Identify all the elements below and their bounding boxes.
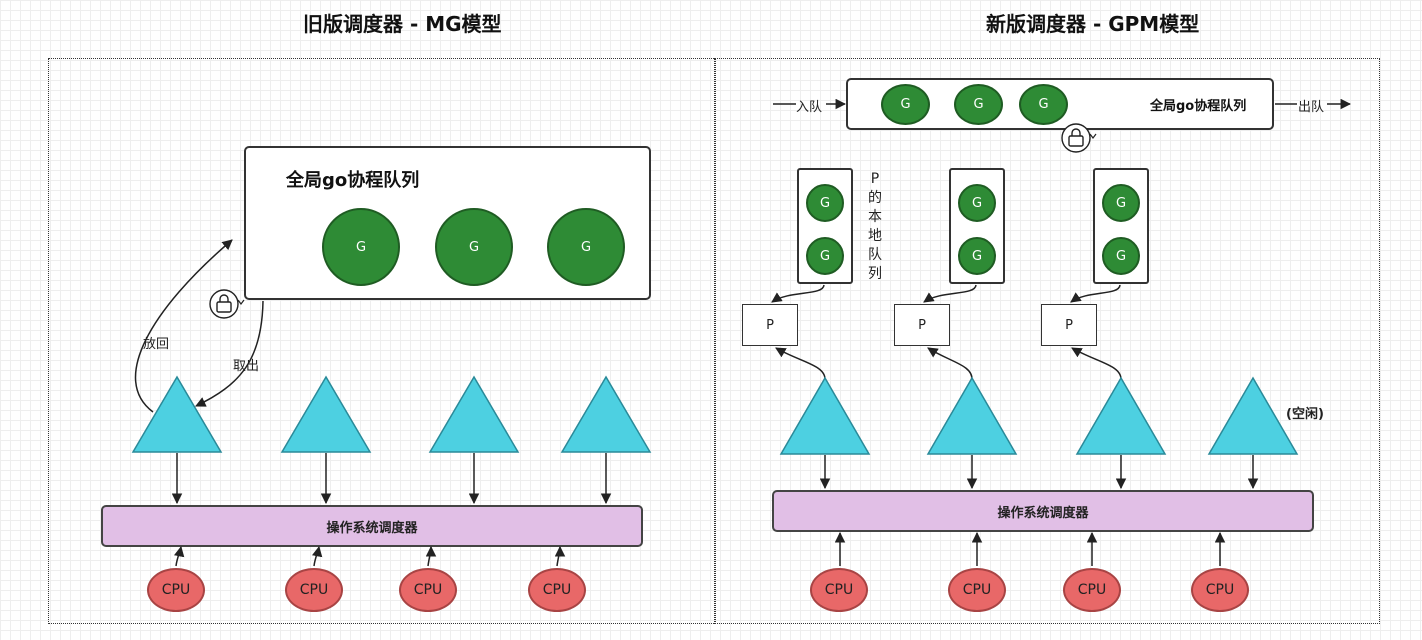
enqueue-label: 入队	[796, 100, 823, 115]
machine-m0	[131, 375, 223, 453]
arrow-icon	[554, 545, 566, 567]
machine-m2	[428, 375, 520, 453]
cpu: CPU	[1191, 568, 1249, 612]
new-model-panel	[714, 58, 1380, 624]
arrow-icon	[1071, 347, 1122, 381]
dequeue-label: 出队	[1298, 100, 1325, 115]
processor: P	[1041, 304, 1097, 346]
machine-m1	[926, 376, 1018, 455]
goroutine: G	[322, 208, 400, 286]
arrow-icon	[771, 284, 825, 303]
goroutine: G	[1102, 184, 1140, 222]
arrow-icon	[311, 545, 323, 567]
machine-m0	[779, 376, 871, 455]
arrow-icon	[173, 545, 185, 567]
machine-m1	[280, 375, 372, 453]
machine-m3	[1207, 376, 1299, 455]
arrow-icon	[1070, 284, 1121, 303]
goroutine: G	[547, 208, 625, 286]
cpu: CPU	[1063, 568, 1121, 612]
cpu: CPU	[528, 568, 586, 612]
lock-icon	[1061, 123, 1097, 153]
goroutine: G	[958, 237, 996, 275]
goroutine: G	[806, 184, 844, 222]
os-scheduler: 操作系统调度器	[772, 490, 1314, 532]
processor: P	[742, 304, 798, 346]
goroutine: G	[435, 208, 513, 286]
p-local-queue-label: P的本地队列	[868, 171, 882, 282]
idle-label: (空闲)	[1286, 407, 1324, 422]
arrow-icon	[927, 347, 973, 381]
put-back-label: 放回	[143, 337, 170, 352]
goroutine: G	[1019, 84, 1068, 125]
cpu: CPU	[285, 568, 343, 612]
lock-icon	[209, 289, 245, 319]
old-model-title: 旧版调度器 - MG模型	[303, 12, 502, 36]
old-model-panel	[48, 58, 716, 624]
machine-m2	[1075, 376, 1167, 455]
arrow-icon	[134, 239, 233, 413]
global-queue-label: 全局go协程队列	[286, 170, 420, 191]
global-queue-label: 全局go协程队列	[1150, 99, 1247, 114]
arrow-icon	[923, 284, 977, 303]
machine-m3	[560, 375, 652, 453]
goroutine: G	[1102, 237, 1140, 275]
cpu: CPU	[810, 568, 868, 612]
goroutine: G	[806, 237, 844, 275]
arrow-icon	[425, 545, 437, 567]
cpu: CPU	[948, 568, 1006, 612]
os-scheduler: 操作系统调度器	[101, 505, 643, 547]
goroutine: G	[954, 84, 1003, 125]
processor: P	[894, 304, 950, 346]
cpu: CPU	[147, 568, 205, 612]
new-model-title: 新版调度器 - GPM模型	[986, 12, 1200, 36]
arrow-icon	[775, 347, 826, 381]
goroutine: G	[881, 84, 930, 125]
cpu: CPU	[399, 568, 457, 612]
goroutine: G	[958, 184, 996, 222]
arrow-icon	[195, 300, 264, 407]
